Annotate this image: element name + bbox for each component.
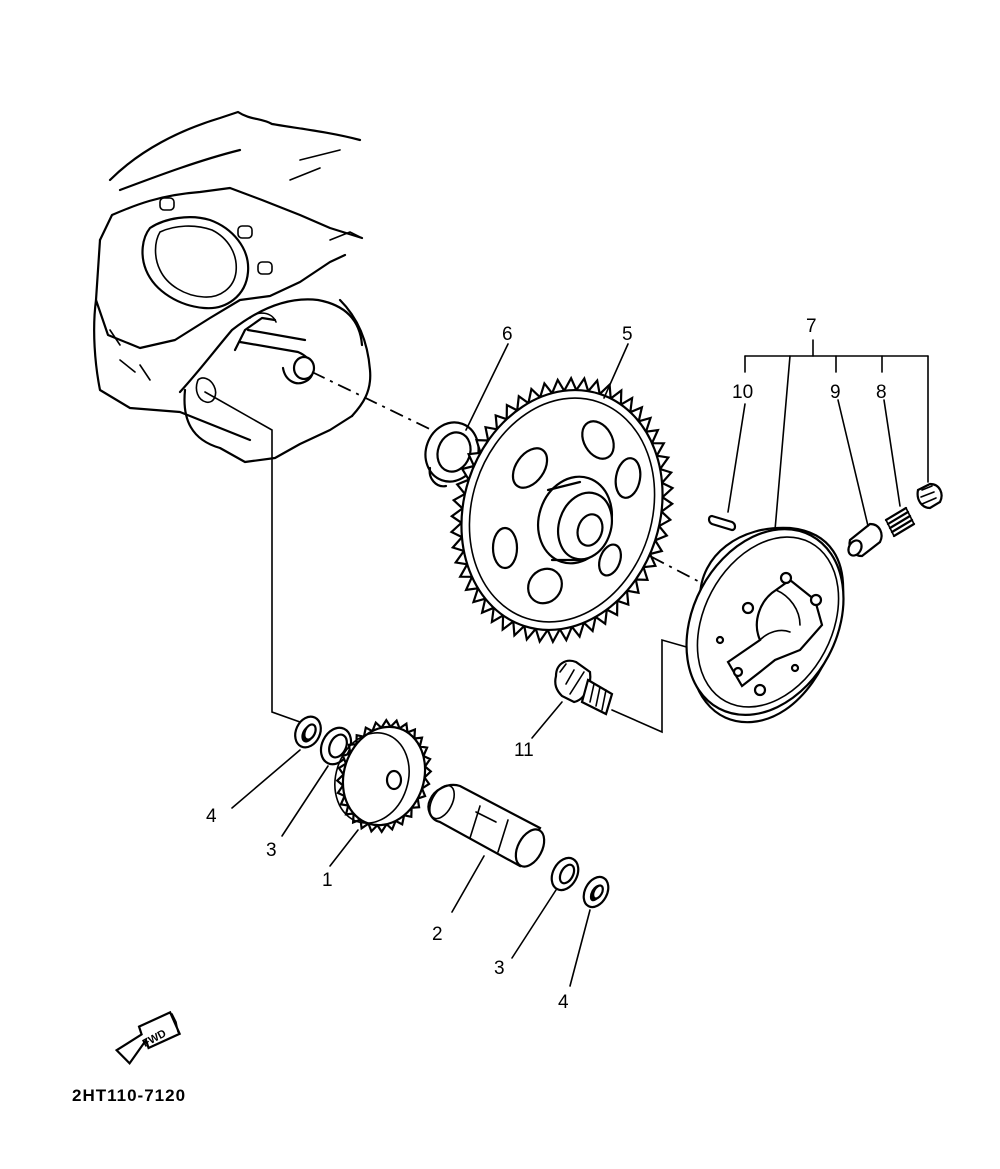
callout-tree-7 bbox=[727, 339, 929, 531]
reference-lines bbox=[204, 391, 691, 734]
fwd-arrow-icon: FWD bbox=[114, 1010, 182, 1066]
callout-9: 9 bbox=[830, 382, 841, 403]
callout-labels: 1 2 3 3 4 4 5 6 7 8 9 10 11 bbox=[206, 316, 887, 1013]
callout-2: 2 bbox=[432, 924, 443, 945]
starter-gear-part-5 bbox=[449, 375, 675, 645]
callout-7: 7 bbox=[806, 316, 817, 337]
diagram-code: 2HT110-7120 bbox=[72, 1086, 186, 1105]
idle-gear-part-1 bbox=[329, 718, 433, 867]
washer-part-3-right bbox=[511, 856, 580, 959]
pin-part-10 bbox=[707, 514, 737, 532]
spring-part-8 bbox=[884, 506, 916, 538]
callout-3-left: 3 bbox=[266, 840, 277, 861]
starter-clutch-part-7 bbox=[685, 526, 845, 724]
callout-1: 1 bbox=[322, 870, 333, 891]
callout-8: 8 bbox=[876, 382, 887, 403]
shaft-part-2 bbox=[427, 783, 546, 913]
bolt-part-11 bbox=[531, 659, 614, 739]
circlip-part-4-left bbox=[231, 715, 322, 809]
washer-part-6 bbox=[424, 421, 480, 488]
callout-11: 11 bbox=[514, 740, 534, 761]
callout-6: 6 bbox=[502, 324, 513, 345]
callout-10: 10 bbox=[732, 382, 753, 403]
callout-5: 5 bbox=[622, 324, 633, 345]
circlip-part-4-right bbox=[569, 875, 610, 987]
leader-lines-upper bbox=[465, 343, 629, 431]
roller-part-9 bbox=[847, 522, 883, 558]
callout-3-right: 3 bbox=[494, 958, 505, 979]
engine-crankcase bbox=[93, 110, 372, 464]
callout-4-left: 4 bbox=[206, 806, 217, 827]
callout-4-right: 4 bbox=[558, 992, 569, 1013]
clutch-spring-cap bbox=[916, 482, 943, 510]
